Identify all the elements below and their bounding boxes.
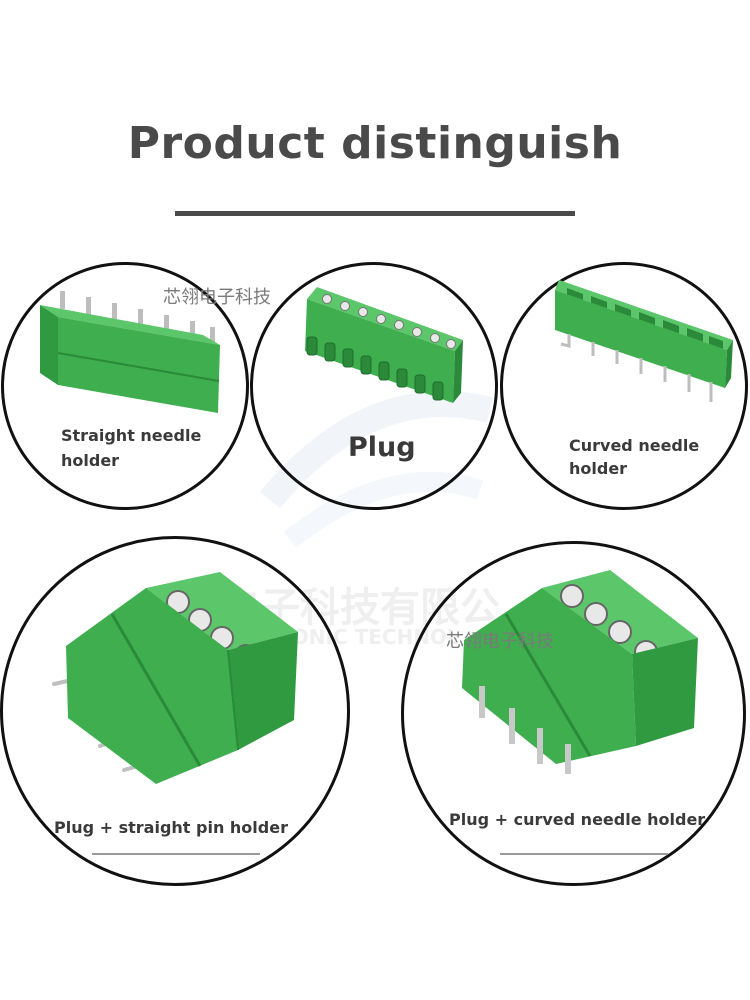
title-underline xyxy=(175,211,575,216)
plug-curved-circle xyxy=(401,541,746,886)
curved-needle-holder-image xyxy=(555,280,733,402)
plug-image xyxy=(305,287,463,403)
plug-straight-image xyxy=(52,572,298,784)
straight-needle-holder-image xyxy=(40,291,220,413)
plug-label: Plug xyxy=(348,432,416,463)
curved-needle-holder-circle xyxy=(500,262,748,510)
page-title: Product distinguish xyxy=(127,118,623,169)
curved-needle-holder-label-line1: Curved needle xyxy=(569,436,700,455)
curved-needle-holder-label-line2: holder xyxy=(569,459,628,478)
plug-circle xyxy=(250,262,498,510)
straight-needle-holder-label-line1: Straight needle xyxy=(61,426,202,445)
plug-curved-image xyxy=(462,570,698,774)
plug-curved-label: Plug + curved needle holder xyxy=(449,810,706,829)
plug-straight-circle xyxy=(0,536,350,886)
plug-straight-label: Plug + straight pin holder xyxy=(54,818,288,837)
straight-needle-holder-label-line2: holder xyxy=(61,451,120,470)
watermark-middle: 芯翎电子科技 xyxy=(446,631,554,652)
straight-needle-holder-circle xyxy=(1,262,249,510)
plug-straight-underline xyxy=(92,853,260,855)
plug-curved-underline xyxy=(500,853,668,855)
watermark-top: 芯翎电子科技 xyxy=(163,287,271,308)
